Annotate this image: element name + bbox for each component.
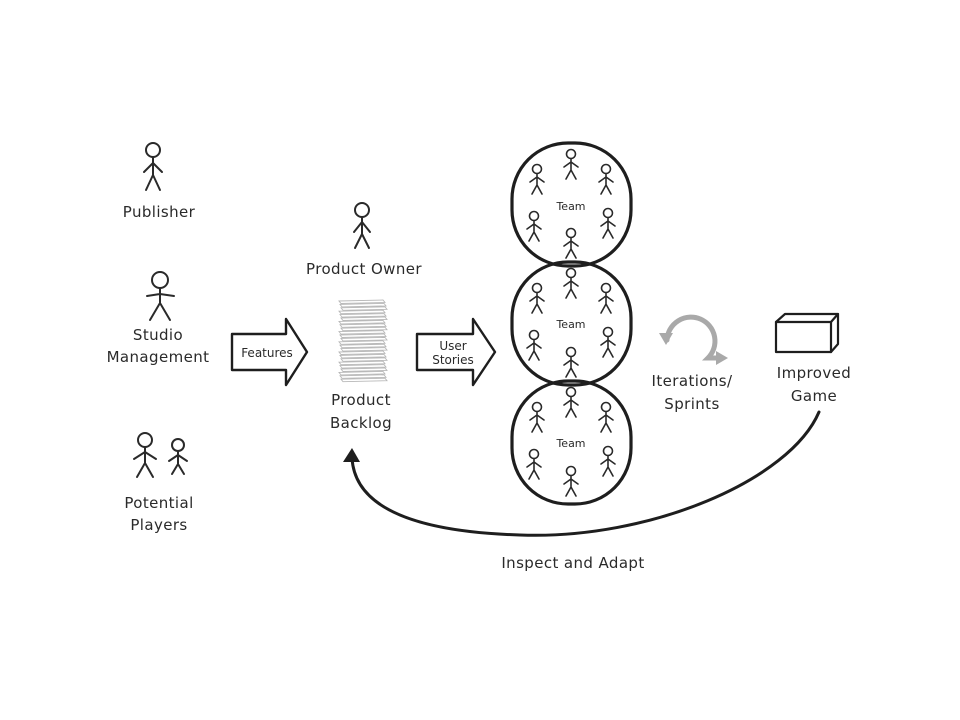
backlog-sheet [338, 330, 386, 335]
product-owner-label: Product Owner [306, 260, 422, 278]
team-member-figure [563, 346, 579, 378]
backlog-sheet [340, 377, 388, 383]
team-member-figure [526, 448, 542, 480]
publisher-figure [143, 142, 163, 191]
team-member-figure [598, 401, 614, 433]
backlog-sheet [338, 350, 386, 355]
backlog-sheet [338, 340, 386, 345]
improved-game-label-line2: Game [791, 387, 837, 405]
team-label-1: Team [555, 200, 585, 213]
team-blob-1: Team [510, 141, 633, 268]
team-blob-3: Team [510, 379, 633, 506]
backlog-sheet [340, 336, 388, 342]
backlog-sheet [339, 313, 387, 318]
team-label-3: Team [555, 437, 585, 450]
team-member-figure [529, 282, 545, 314]
backlog-sheet [338, 370, 386, 376]
backlog-sheet [339, 353, 387, 359]
backlog-sheet [340, 306, 388, 311]
team-member-figure [600, 445, 616, 477]
potential-players-label-line1: Potential [124, 494, 193, 512]
team-members-1 [526, 148, 616, 259]
product-owner-figure [353, 202, 371, 249]
improved-game-box-icon [774, 312, 840, 354]
team-member-figure [598, 282, 614, 314]
backlog-sheet [339, 333, 387, 338]
features-arrow-label: Features [241, 346, 293, 360]
backlog-sheet [338, 319, 386, 325]
publisher-label: Publisher [123, 203, 196, 221]
user-stories-arrow-label-line1: User [439, 339, 466, 353]
team-member-figure [600, 326, 616, 358]
team-label-2: Team [555, 318, 585, 331]
team-member-figure [526, 210, 542, 242]
backlog-sheet [338, 299, 386, 304]
team-member-figure [526, 329, 542, 361]
iterations-label-line1: Iterations/ [652, 372, 733, 390]
inspect-adapt-label: Inspect and Adapt [501, 554, 644, 572]
features-arrow [230, 317, 309, 387]
team-member-figure [563, 148, 579, 180]
user-stories-arrow [415, 317, 497, 387]
backlog-sheet [338, 360, 386, 366]
product-backlog-label-line2: Backlog [330, 414, 392, 432]
backlog-sheet [339, 364, 387, 369]
backlog-sheet [339, 343, 387, 349]
iteration-loop-icon [659, 314, 728, 365]
team-member-figure [563, 386, 579, 418]
studio-management-figure [146, 271, 175, 321]
backlog-sheet [340, 347, 388, 352]
backlog-sheet [338, 309, 386, 315]
product-backlog-label-line1: Product [331, 391, 391, 409]
team-blob-2: Team [510, 260, 633, 387]
team-member-figure [529, 401, 545, 433]
improved-game-label-line1: Improved [777, 364, 851, 382]
product-backlog-stack [338, 299, 388, 383]
backlog-sheet [340, 367, 388, 372]
backlog-sheet [339, 302, 387, 308]
team-members-2 [526, 267, 616, 378]
team-member-figure [600, 207, 616, 239]
team-members-3 [526, 386, 616, 497]
potential-players-label-line2: Players [130, 516, 187, 534]
team-member-figure [529, 163, 545, 195]
potential-players-figures [133, 432, 188, 478]
studio-management-label-line2: Management [107, 348, 210, 366]
backlog-sheet [340, 316, 388, 321]
team-member-figure [563, 465, 579, 497]
team-member-figure [563, 227, 579, 259]
team-member-figure [563, 267, 579, 299]
backlog-sheet [339, 374, 387, 379]
iterations-label-line2: Sprints [664, 395, 719, 413]
studio-management-label-line1: Studio [133, 326, 183, 344]
backlog-sheet [339, 323, 387, 328]
user-stories-arrow-label-line2: Stories [432, 353, 474, 367]
backlog-sheet [340, 357, 388, 362]
backlog-sheet [340, 326, 388, 332]
inspect-adapt-arrow [350, 410, 821, 537]
team-member-figure [598, 163, 614, 195]
inspect-adapt-arrowhead [343, 448, 360, 462]
